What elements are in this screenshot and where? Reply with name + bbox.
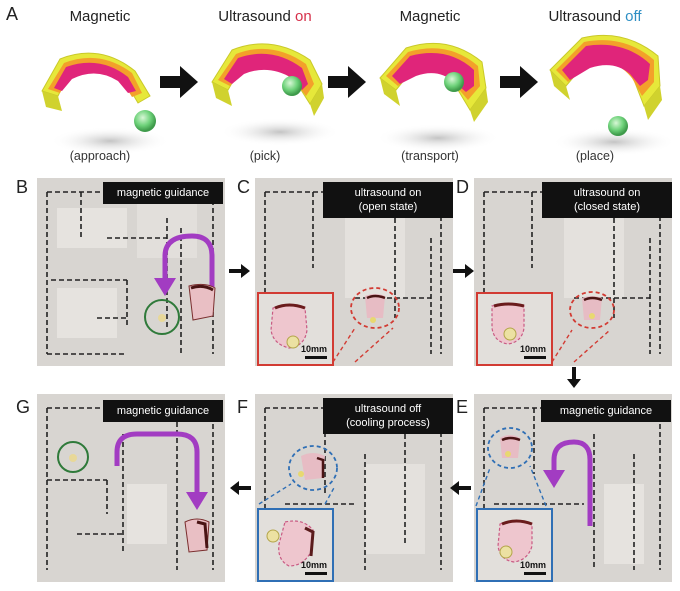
- panel-letter-f: F: [237, 397, 248, 417]
- panel-letter-e: E: [456, 397, 469, 417]
- gripper-open-approach: [41, 52, 170, 155]
- caption-transport: (transport): [401, 149, 459, 163]
- arrow-down-icon: [567, 367, 581, 388]
- step-title-magnetic-2: Magnetic: [399, 8, 461, 25]
- arrow-left-icon: [230, 481, 251, 495]
- step-title-magnetic-1: Magnetic: [69, 8, 131, 25]
- photo-panel-b: [37, 178, 225, 366]
- gripper-pick: [211, 43, 340, 146]
- arrow-left-icon: [450, 481, 471, 495]
- arrow-right-icon: [453, 264, 474, 278]
- inset-d-closed-state: 10mm: [476, 292, 553, 366]
- guide-arrow-icon: [154, 278, 176, 296]
- ball-4: [608, 116, 628, 136]
- gripper-place: [549, 34, 676, 156]
- tag-e: magnetic guidance: [541, 400, 671, 422]
- panel-letter-d: D: [456, 177, 469, 197]
- ball-1: [134, 110, 156, 132]
- arrow-right-icon: [229, 264, 250, 278]
- ball-3: [444, 72, 464, 92]
- inset-f-cooling: 10mm: [257, 508, 334, 582]
- arrow-right-icon: [160, 66, 198, 98]
- arrow-right-icon: [500, 66, 538, 98]
- ball-2: [282, 76, 302, 96]
- panel-letter-c: C: [237, 177, 250, 197]
- arrow-right-icon: [328, 66, 366, 98]
- tag-d: ultrasound on(closed state): [542, 182, 672, 218]
- caption-place: (place): [575, 149, 615, 163]
- tag-f: ultrasound off(cooling process): [323, 398, 453, 434]
- tag-g: magnetic guidance: [103, 400, 223, 422]
- caption-pick: (pick): [249, 149, 281, 163]
- target-circle: [57, 441, 89, 473]
- gripper-transport: [376, 42, 500, 152]
- panel-letter-g: G: [16, 397, 31, 417]
- tag-b: magnetic guidance: [103, 182, 223, 204]
- panel-letter-b: B: [16, 177, 29, 197]
- photo-panel-g: [37, 394, 225, 582]
- panel-letter-a: A: [6, 4, 19, 24]
- caption-approach: (approach): [69, 149, 131, 163]
- inset-c-open-state: 10mm: [257, 292, 334, 366]
- step-title-ultrasound-off: Ultrasound off: [548, 8, 642, 25]
- guide-arrow-icon: [186, 492, 208, 510]
- tag-c: ultrasound on(open state): [323, 182, 453, 218]
- inset-e-closed: 10mm: [476, 508, 553, 582]
- step-title-ultrasound-on: Ultrasound on: [218, 8, 312, 25]
- target-circle: [144, 299, 180, 335]
- guide-arrow-icon: [543, 470, 565, 488]
- gripper-sequence-illustration: [41, 34, 676, 156]
